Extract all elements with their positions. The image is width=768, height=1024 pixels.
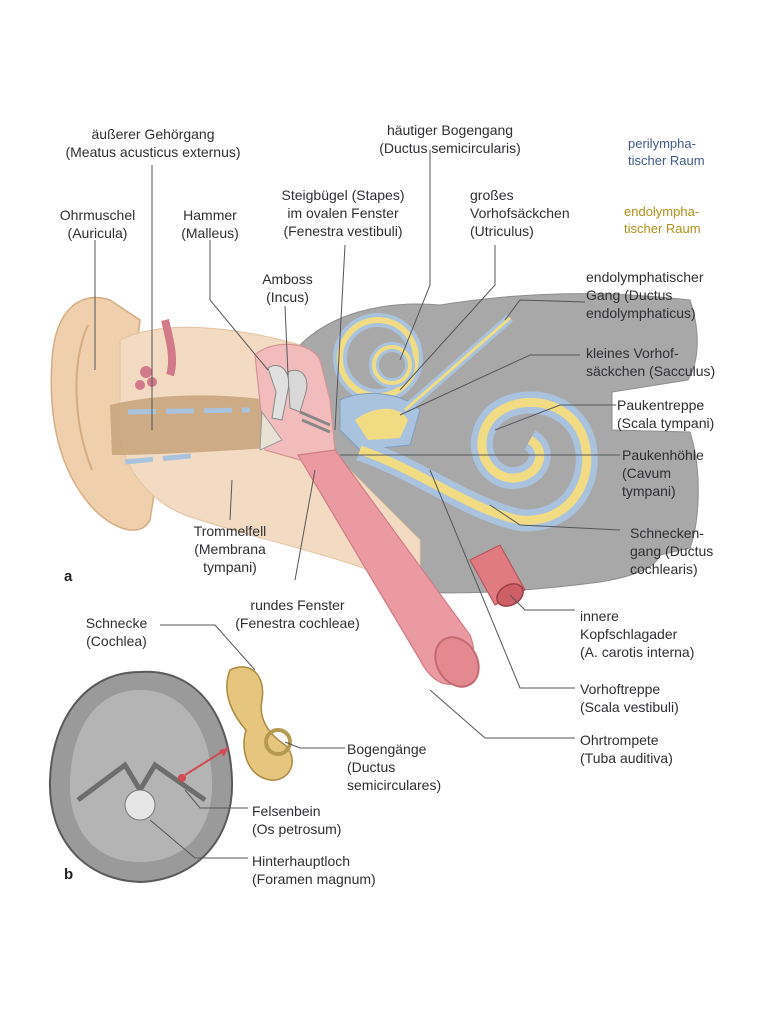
temporal-bone [299,293,699,594]
cochlea-small [226,666,293,781]
label-fenestra-cochleae: rundes Fenster (Fenestra cochleae) [235,597,360,631]
label-ductus-semicircularis: häutiger Bogengang (Ductus semicirculari… [379,122,521,156]
eardrum [259,410,283,451]
label-os-petrosum: Felsenbein (Os petrosum) [252,803,342,837]
label-carotis-interna: innere Kopfschlagader (A. carotis intern… [580,608,695,660]
legend-perilymph: perilympha- tischer Raum [628,136,705,168]
panel-label-b: b [64,866,74,883]
label-scala-tympani: Paukentreppe (Scala tympani) [617,397,715,431]
panel-label-a: a [64,568,73,585]
label-ductus-semicirculares: Bogengänge (Ductus semicirculares) [347,741,442,793]
label-malleus: Hammer (Malleus) [181,207,239,241]
foramen-magnum-shape [124,789,156,821]
label-stapes: Steigbügel (Stapes) im ovalen Fenster (F… [281,187,405,239]
ear-canal [110,395,268,455]
legend-endolymph: endolympha- tischer Raum [624,204,701,236]
ear-canal-blue [127,407,251,415]
label-incus: Amboss (Incus) [262,271,313,305]
leader-lines [94,150,621,859]
label-ductus-cochlearis: Schnecken- gang (Ductus cochlearis) [630,525,714,577]
label-auricula: Ohrmuschel (Auricula) [59,207,136,241]
cochlea-spiral [356,391,598,532]
label-scala-vestibuli: Vorhoftreppe (Scala vestibuli) [580,681,679,715]
label-tuba-auditiva: Ohrtrompete (Tuba auditiva) [580,732,673,766]
label-cochlea: Schnecke (Cochlea) [85,615,148,649]
label-utriculus: großes Vorhofsäckchen (Utriculus) [470,187,570,239]
label-membrana-tympani: Trommelfell (Membrana tympani) [193,523,267,575]
stapes-bone [299,410,331,434]
ear-canal-blue-lower [124,452,201,465]
label-meatus-acusticus: äußerer Gehörgang (Meatus acusticus exte… [65,126,241,160]
auricle-inner-fold [75,324,93,471]
label-foramen-magnum: Hinterhauptloch (Foramen magnum) [252,853,376,887]
label-cavum-tympani: Paukenhöhle (Cavum tympani) [622,447,704,499]
incus-bone [287,369,308,413]
label-ductus-endolymphaticus: endolymphatischer Gang (Ductus endolymph… [586,269,704,321]
label-sacculus: kleines Vorhof- säckchen (Sacculus) [586,345,716,379]
